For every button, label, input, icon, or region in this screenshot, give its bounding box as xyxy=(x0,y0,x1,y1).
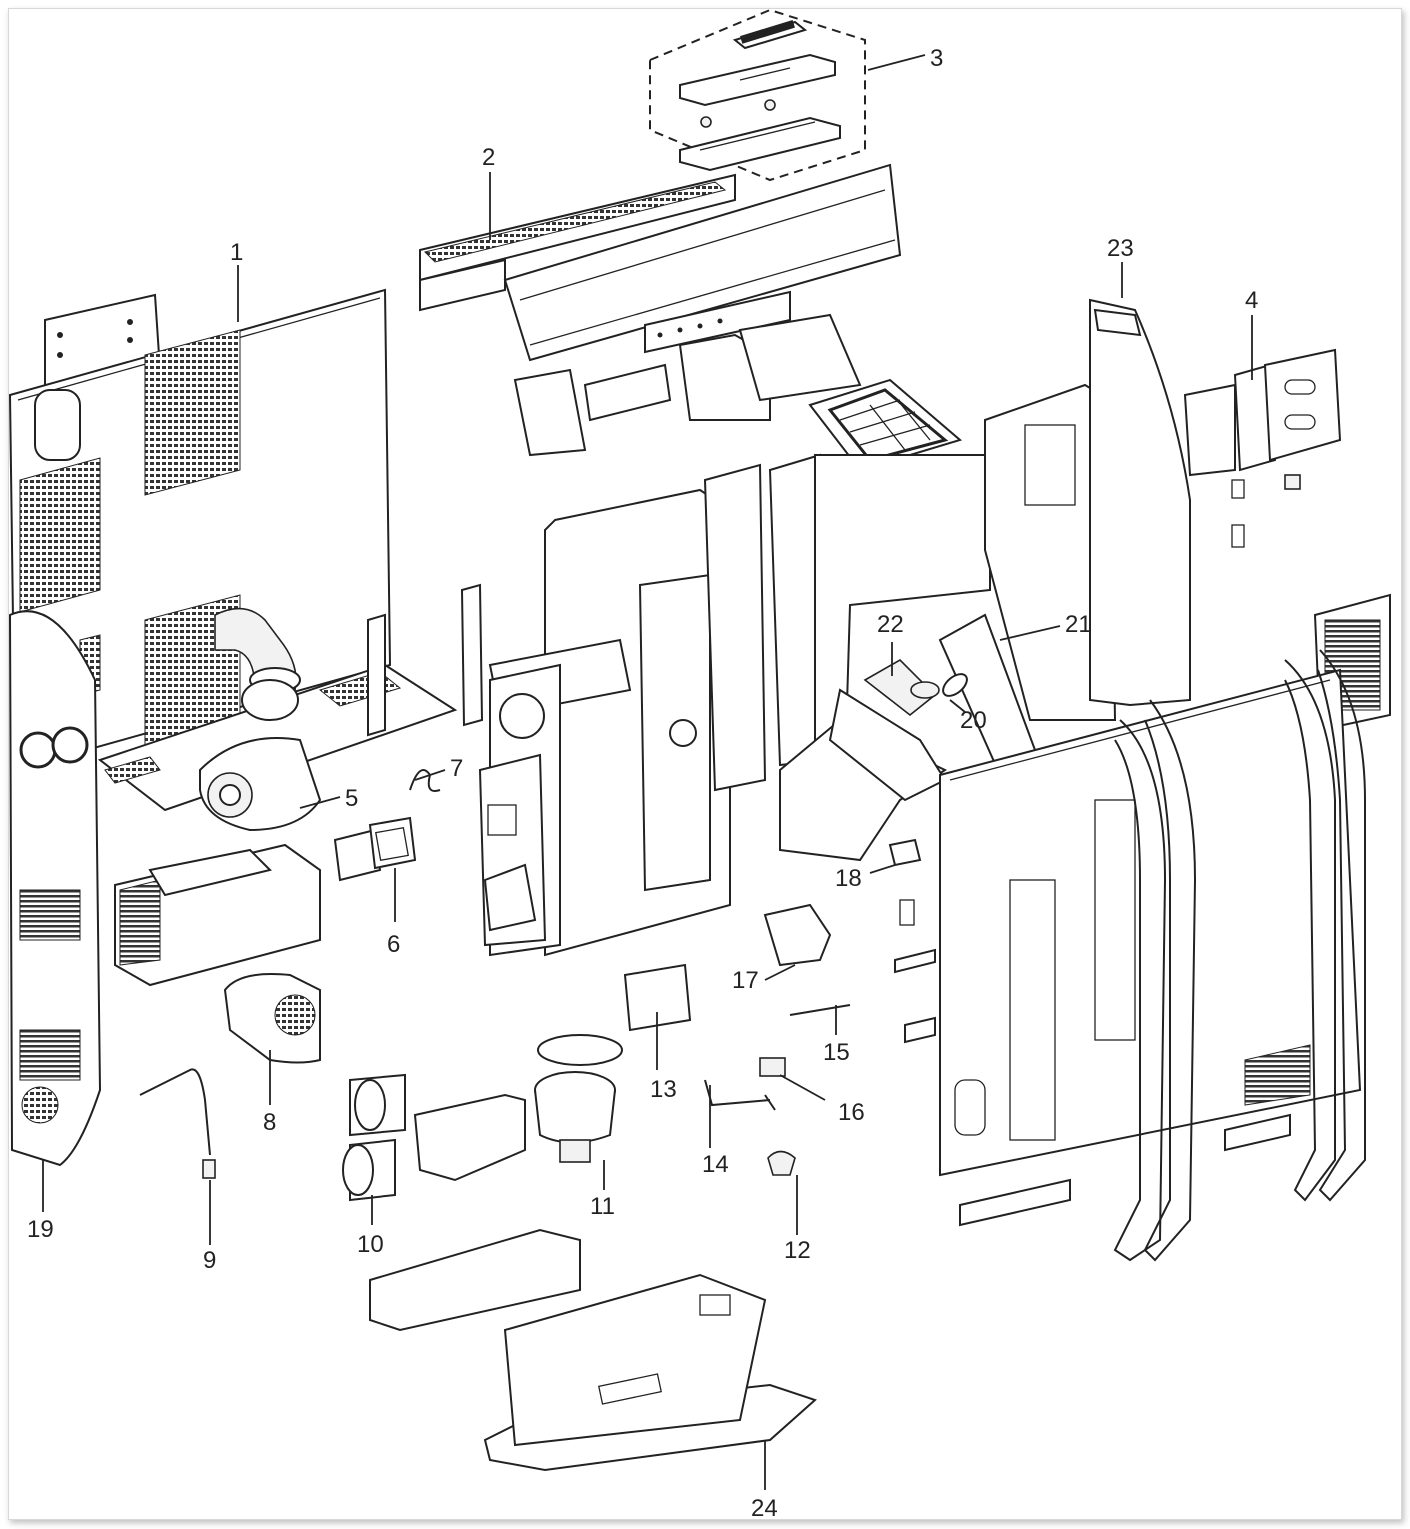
heat-exchanger-panels xyxy=(703,383,1117,862)
part-15-igniter xyxy=(789,1004,851,1016)
callout-21: 21 xyxy=(1065,611,1092,638)
small-components xyxy=(623,838,922,1176)
callout-18: 18 xyxy=(835,865,862,892)
callout-1: 1 xyxy=(230,239,243,266)
callout-labels: 1 2 3 4 5 6 7 8 9 10 11 12 13 14 15 16 1… xyxy=(27,45,1258,1522)
callout-8: 8 xyxy=(263,1109,276,1136)
burner-box xyxy=(413,1093,526,1182)
callout-23: 23 xyxy=(1107,235,1134,262)
firebox-assembly xyxy=(478,488,731,957)
callout-17: 17 xyxy=(732,967,759,994)
part-16-relay xyxy=(759,1057,786,1077)
part-19-side-panel xyxy=(8,610,102,1167)
callout-6: 6 xyxy=(387,931,400,958)
part-24-base xyxy=(369,1228,817,1472)
leader-lines xyxy=(42,54,1253,1490)
callout-3: 3 xyxy=(930,45,943,72)
part-6-plate xyxy=(333,816,417,882)
part-2-top-grille xyxy=(419,163,902,362)
inner-top-pieces xyxy=(513,313,963,472)
callout-16: 16 xyxy=(838,1099,865,1126)
callout-20: 20 xyxy=(960,707,987,734)
part-10-duct-adapters xyxy=(342,1073,406,1202)
part-9-sensor xyxy=(139,1068,216,1179)
callout-15: 15 xyxy=(823,1039,850,1066)
part-8-blower xyxy=(223,973,321,1064)
heat-exchanger-box xyxy=(114,843,321,987)
part-1-back-panel xyxy=(8,288,484,812)
callout-10: 10 xyxy=(357,1231,384,1258)
callout-22: 22 xyxy=(877,611,904,638)
part-4-control-panel xyxy=(1183,348,1342,548)
callout-7: 7 xyxy=(450,755,463,782)
part-18-switch xyxy=(888,838,922,867)
callout-24: 24 xyxy=(751,1495,778,1522)
part-17-auger-motor xyxy=(763,903,832,967)
part-14-power-cord xyxy=(704,1079,776,1111)
part-3-cover-assembly xyxy=(649,8,866,182)
callout-12: 12 xyxy=(784,1237,811,1264)
part-13-control-board xyxy=(623,963,692,1032)
part-5-combustion-fan xyxy=(199,679,322,832)
callout-4: 4 xyxy=(1245,287,1258,314)
part-12-grommet xyxy=(767,1150,796,1176)
callout-9: 9 xyxy=(203,1247,216,1274)
callout-5: 5 xyxy=(345,785,358,812)
part-23-side-trim xyxy=(1089,298,1191,707)
right-side-panel xyxy=(894,593,1391,1262)
callout-13: 13 xyxy=(650,1076,677,1103)
callout-19: 19 xyxy=(27,1216,54,1243)
callout-11: 11 xyxy=(590,1193,615,1220)
part-11-exhaust-fan xyxy=(534,1034,623,1163)
callout-2: 2 xyxy=(482,144,495,171)
callout-14: 14 xyxy=(702,1151,729,1178)
